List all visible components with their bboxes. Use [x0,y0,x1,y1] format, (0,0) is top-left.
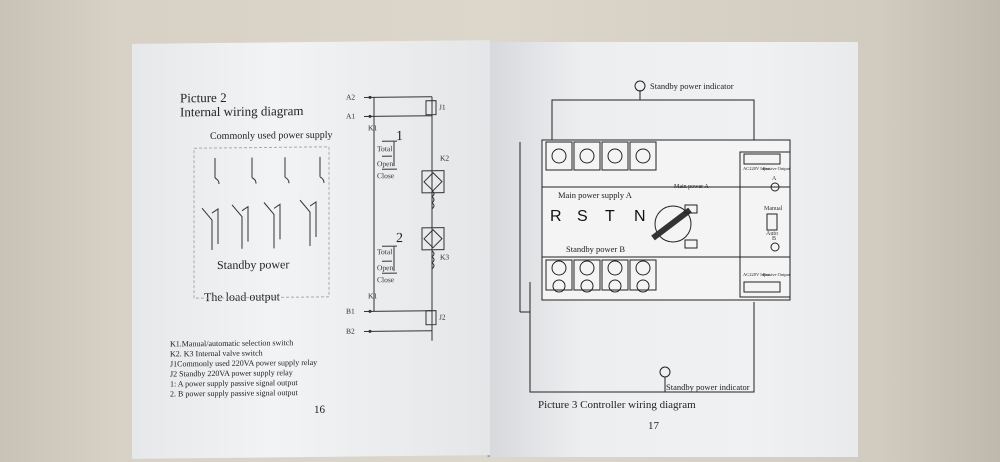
page-number-16: 16 [314,403,325,416]
manual-label: Manual [764,206,783,212]
legend-line-6: 2. B power supply passive signal output [170,388,298,399]
supply-switch-1 [214,158,220,184]
standby-indicator-bottom-label: Standby power indicator [666,382,750,392]
terminal-k1-bottom: K1 [368,291,378,301]
legend-line-3: J1Commonly used 220VA power supply relay [170,357,318,369]
standby-indicator-top-lamp [634,80,646,92]
supply-switch-3 [284,157,290,184]
indicator-a-lamp [770,182,780,192]
phase-r: R [550,208,562,225]
k3-coil [431,250,435,270]
internal-wiring-diagram [193,95,445,341]
block-2-contacts [382,245,397,274]
ac-input-top-label: AC220V Input [743,166,770,171]
a2-line [364,96,432,98]
top-terminals [545,141,657,171]
left-wiring [519,142,530,313]
terminal-screws [551,148,651,293]
block-1-contacts [382,140,397,170]
legend-line-4: J2 Standby 220VA power supply relay [170,368,293,379]
indicator-b-label: B [772,236,777,242]
manual-auto-switch [766,213,778,231]
legend-line-2: K2. K3 Internal valve switch [170,348,263,359]
main-power-a-label: Main power A [674,184,709,190]
indicator-b-lamp [770,242,780,252]
phase-s: S [577,208,588,225]
main-power-a-indicator [684,204,698,214]
relay-j1-label: J1 [439,102,446,112]
controller-wiring-diagram [519,80,791,393]
b2-line [364,330,432,332]
passive-output-top-label: Passive Output [763,166,791,171]
supply-switch-4 [319,156,325,183]
picture-3-title: Picture 3 Controller wiring diagram [538,399,696,411]
ac-input-bottom-label: AC220V Input [743,272,770,277]
standby-b-indicator [684,239,698,249]
rectifier-2 [421,227,445,251]
rectifier-1 [421,170,445,194]
auto-label: Auto [766,231,778,237]
standby-power-b-label: Standby power B [566,244,626,254]
controller-body [541,139,791,301]
phase-n: N [634,208,646,225]
left-page: Picture 2 Internal wiring diagram Common… [132,40,490,459]
control-module [739,151,791,298]
main-power-supply-a-label: Main power supply A [558,190,632,200]
right-page: Standby power indicator Main power suppl… [490,42,858,457]
legend-line-1: K1.Manual/automatic selection switch [170,338,294,349]
diode-bridge-1 [423,172,443,192]
terminal-k1-top: K1 [368,123,378,133]
bottom-indicator-wiring [529,282,755,393]
standby-indicator-bottom-lamp [659,366,671,378]
block-2-total: Total [377,247,393,257]
passive-output-bottom-label: Passive Output [763,272,791,277]
switch-outline [193,146,330,299]
standby-indicator-top-label: Standby power indicator [650,81,734,91]
rotary-switch-handle [651,207,692,241]
breaker-contacts [201,199,317,251]
relay-k3-label: K3 [440,252,450,262]
b1-line [364,310,432,312]
phase-t: T [605,208,615,225]
block-2-number: 2 [396,231,403,247]
block-2-open: Open [377,263,394,273]
terminal-b2: B2 [346,326,355,336]
page-number-17: 17 [648,420,659,432]
terminal-a2: A2 [346,92,356,102]
relay-j2-label: J2 [439,312,446,322]
terminal-a1: A1 [346,111,356,121]
a1-line [364,115,432,117]
terminal-b1: B1 [346,306,355,316]
j1-coil [425,100,437,116]
block-2-close: Close [377,275,395,285]
block-1-open: Open [377,159,394,169]
relay-k2-label: K2 [440,153,450,163]
supply-switch-2 [251,157,257,184]
block-1-close: Close [377,171,395,181]
block-1-number: 1 [396,129,403,145]
bottom-terminals [545,259,657,291]
rotary-switch-dial [654,205,692,243]
indicator-a-label: A [772,176,777,182]
diode-bridge-2 [423,229,443,249]
module-bottom-terminals [743,281,781,293]
module-top-terminals [743,153,781,165]
k2-coil [431,190,435,210]
j2-coil [425,310,437,326]
block-1-total: Total [377,144,393,154]
